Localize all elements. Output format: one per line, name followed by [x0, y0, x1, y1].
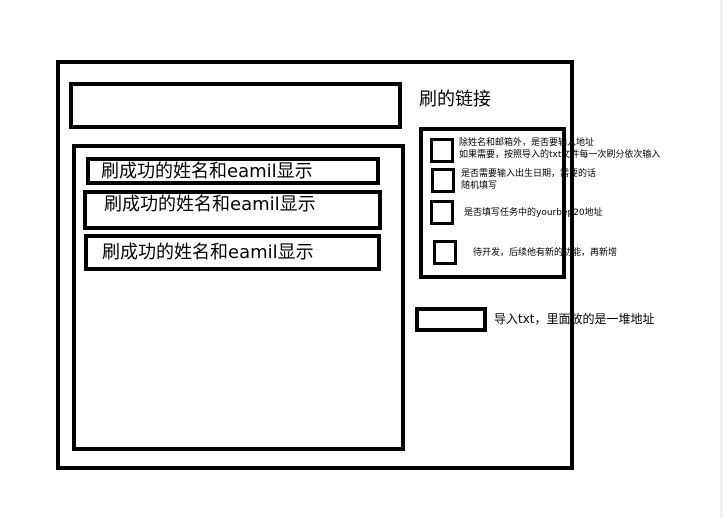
bep20-option-label: 是否填写任务中的yourbep20地址: [464, 208, 603, 218]
import-txt-description: 导入txt，里面放的是一堆地址: [494, 312, 655, 326]
import-txt-button[interactable]: [415, 307, 487, 332]
future-option-checkbox[interactable]: [433, 240, 457, 265]
birthdate-option-checkbox[interactable]: [431, 168, 455, 193]
result-row-3: 刷成功的姓名和eamil显示: [84, 234, 381, 271]
birthdate-option-line1: 是否需要输入出生日期，需要的话: [461, 169, 597, 179]
result-row-1: 刷成功的姓名和eamil显示: [86, 157, 380, 185]
birthdate-option-label: 是否需要输入出生日期，需要的话 随机填写: [461, 168, 596, 192]
result-row-text: 刷成功的姓名和eamil显示: [102, 242, 314, 263]
result-row-text: 刷成功的姓名和eamil显示: [104, 194, 316, 215]
address-option-checkbox[interactable]: [430, 138, 454, 163]
address-option-label: 除姓名和邮箱外，是否要输入地址 如果需要，按照导入的txt文件每一次刷分依次输入: [459, 137, 660, 161]
page-edge-line: [720, 0, 723, 518]
result-row-2: 刷成功的姓名和eamil显示: [83, 190, 382, 230]
future-option-label: 待开发，后续他有新的功能，再新增: [473, 248, 618, 258]
address-option-line1: 除姓名和邮箱外，是否要输入地址: [459, 138, 595, 148]
address-option-line2: 如果需要，按照导入的txt文件每一次刷分依次输入: [459, 150, 661, 160]
birthdate-option-line2: 随机填写: [461, 181, 498, 191]
link-label: 刷的链接: [419, 89, 491, 110]
bep20-option-checkbox[interactable]: [430, 200, 454, 225]
result-row-text: 刷成功的姓名和eamil显示: [101, 161, 313, 182]
link-input[interactable]: [69, 82, 402, 129]
